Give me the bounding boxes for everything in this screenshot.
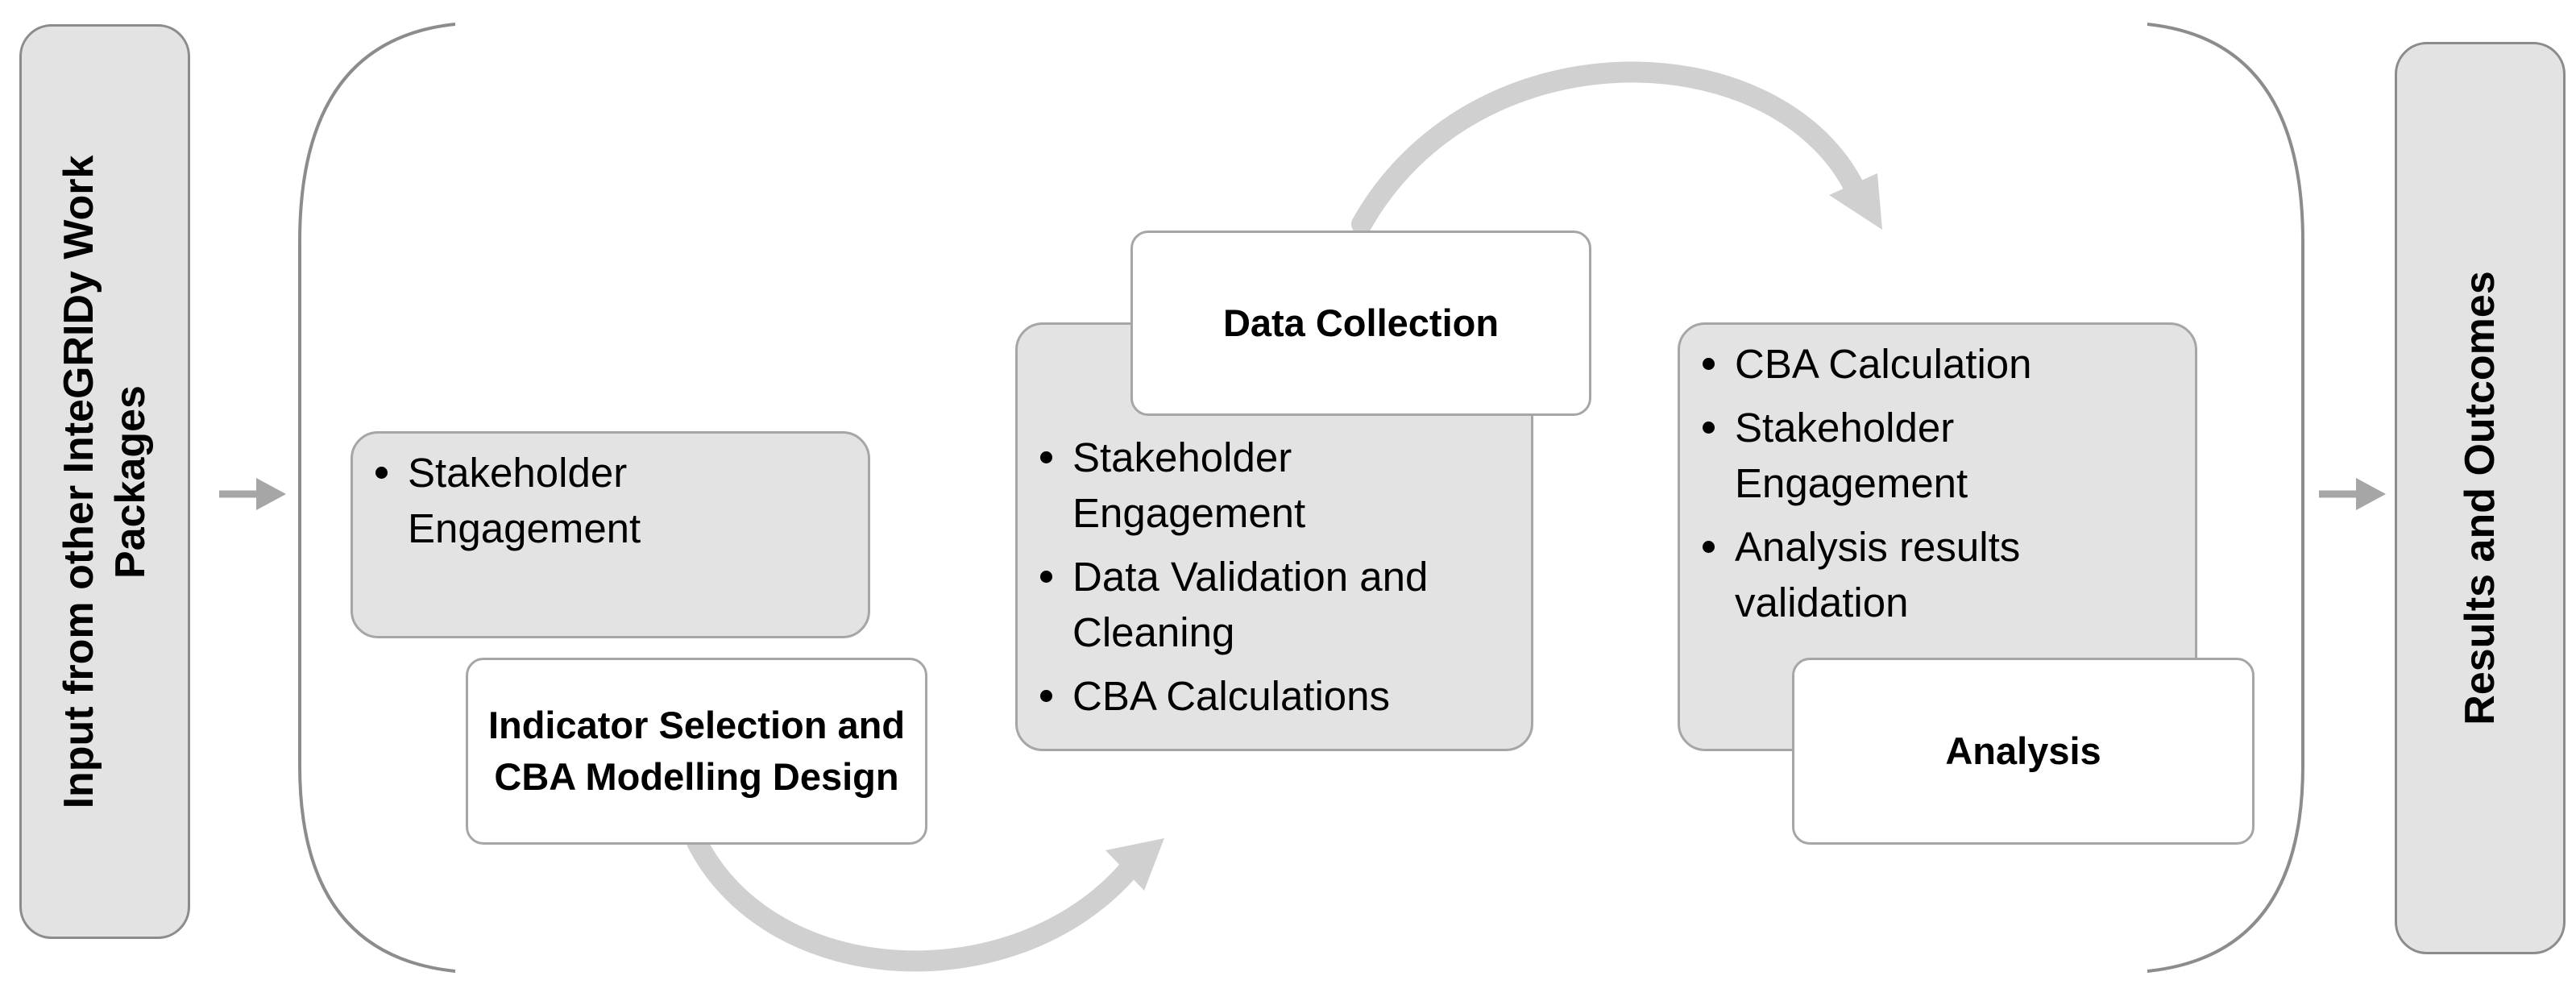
input-box: Input from other InteGRIDy Work Packages [19, 24, 190, 939]
stage1-bullet-box: Stakeholder Engagement [351, 431, 870, 638]
right-bracket [2147, 23, 2304, 973]
stage3-title-box: Analysis [1792, 658, 2255, 845]
stage2-title: Data Collection [1222, 301, 1500, 344]
input-box-label: Input from other InteGRIDy Work Packages [56, 155, 154, 808]
results-box-label: Results and Outcomes [2457, 271, 2503, 725]
stage3-bullet-list: CBA Calculation Stakeholder Engagement A… [1696, 336, 2180, 638]
stage1-bullet-list: Stakeholder Engagement [369, 445, 852, 564]
stage2-bullet-list: Stakeholder Engagement Data Validation a… [1034, 430, 1517, 732]
curved-arrow-head-bottom [1105, 838, 1164, 891]
left-bracket [298, 23, 456, 973]
stage2-bullet-item: Stakeholder Engagement [1034, 430, 1517, 541]
stage2-title-box: Data Collection [1130, 231, 1591, 416]
curved-arrow-head-top [1829, 173, 1882, 230]
stage3-title: Analysis [1945, 729, 2101, 772]
small-arrow-output-head [2356, 478, 2386, 510]
curved-arrow-stage1-to-stage2 [687, 832, 1139, 972]
stage1-title: Indicator Selection and CBA Modelling De… [487, 704, 906, 798]
stage1-bullet-item: Stakeholder Engagement [369, 445, 852, 556]
curved-arrow-stage2-to-stage3 [1351, 61, 1864, 235]
results-box: Results and Outcomes [2395, 42, 2566, 954]
small-arrow-input-head [256, 478, 286, 510]
stage2-bullet-item: Data Validation and Cleaning [1034, 549, 1517, 660]
stage1-title-box: Indicator Selection and CBA Modelling De… [466, 658, 927, 845]
stage2-bullet-item: CBA Calculations [1034, 668, 1517, 724]
stage3-bullet-item: Analysis results validation [1696, 519, 2180, 630]
stage3-bullet-item: Stakeholder Engagement [1696, 400, 2180, 511]
stage3-bullet-item: CBA Calculation [1696, 336, 2180, 392]
